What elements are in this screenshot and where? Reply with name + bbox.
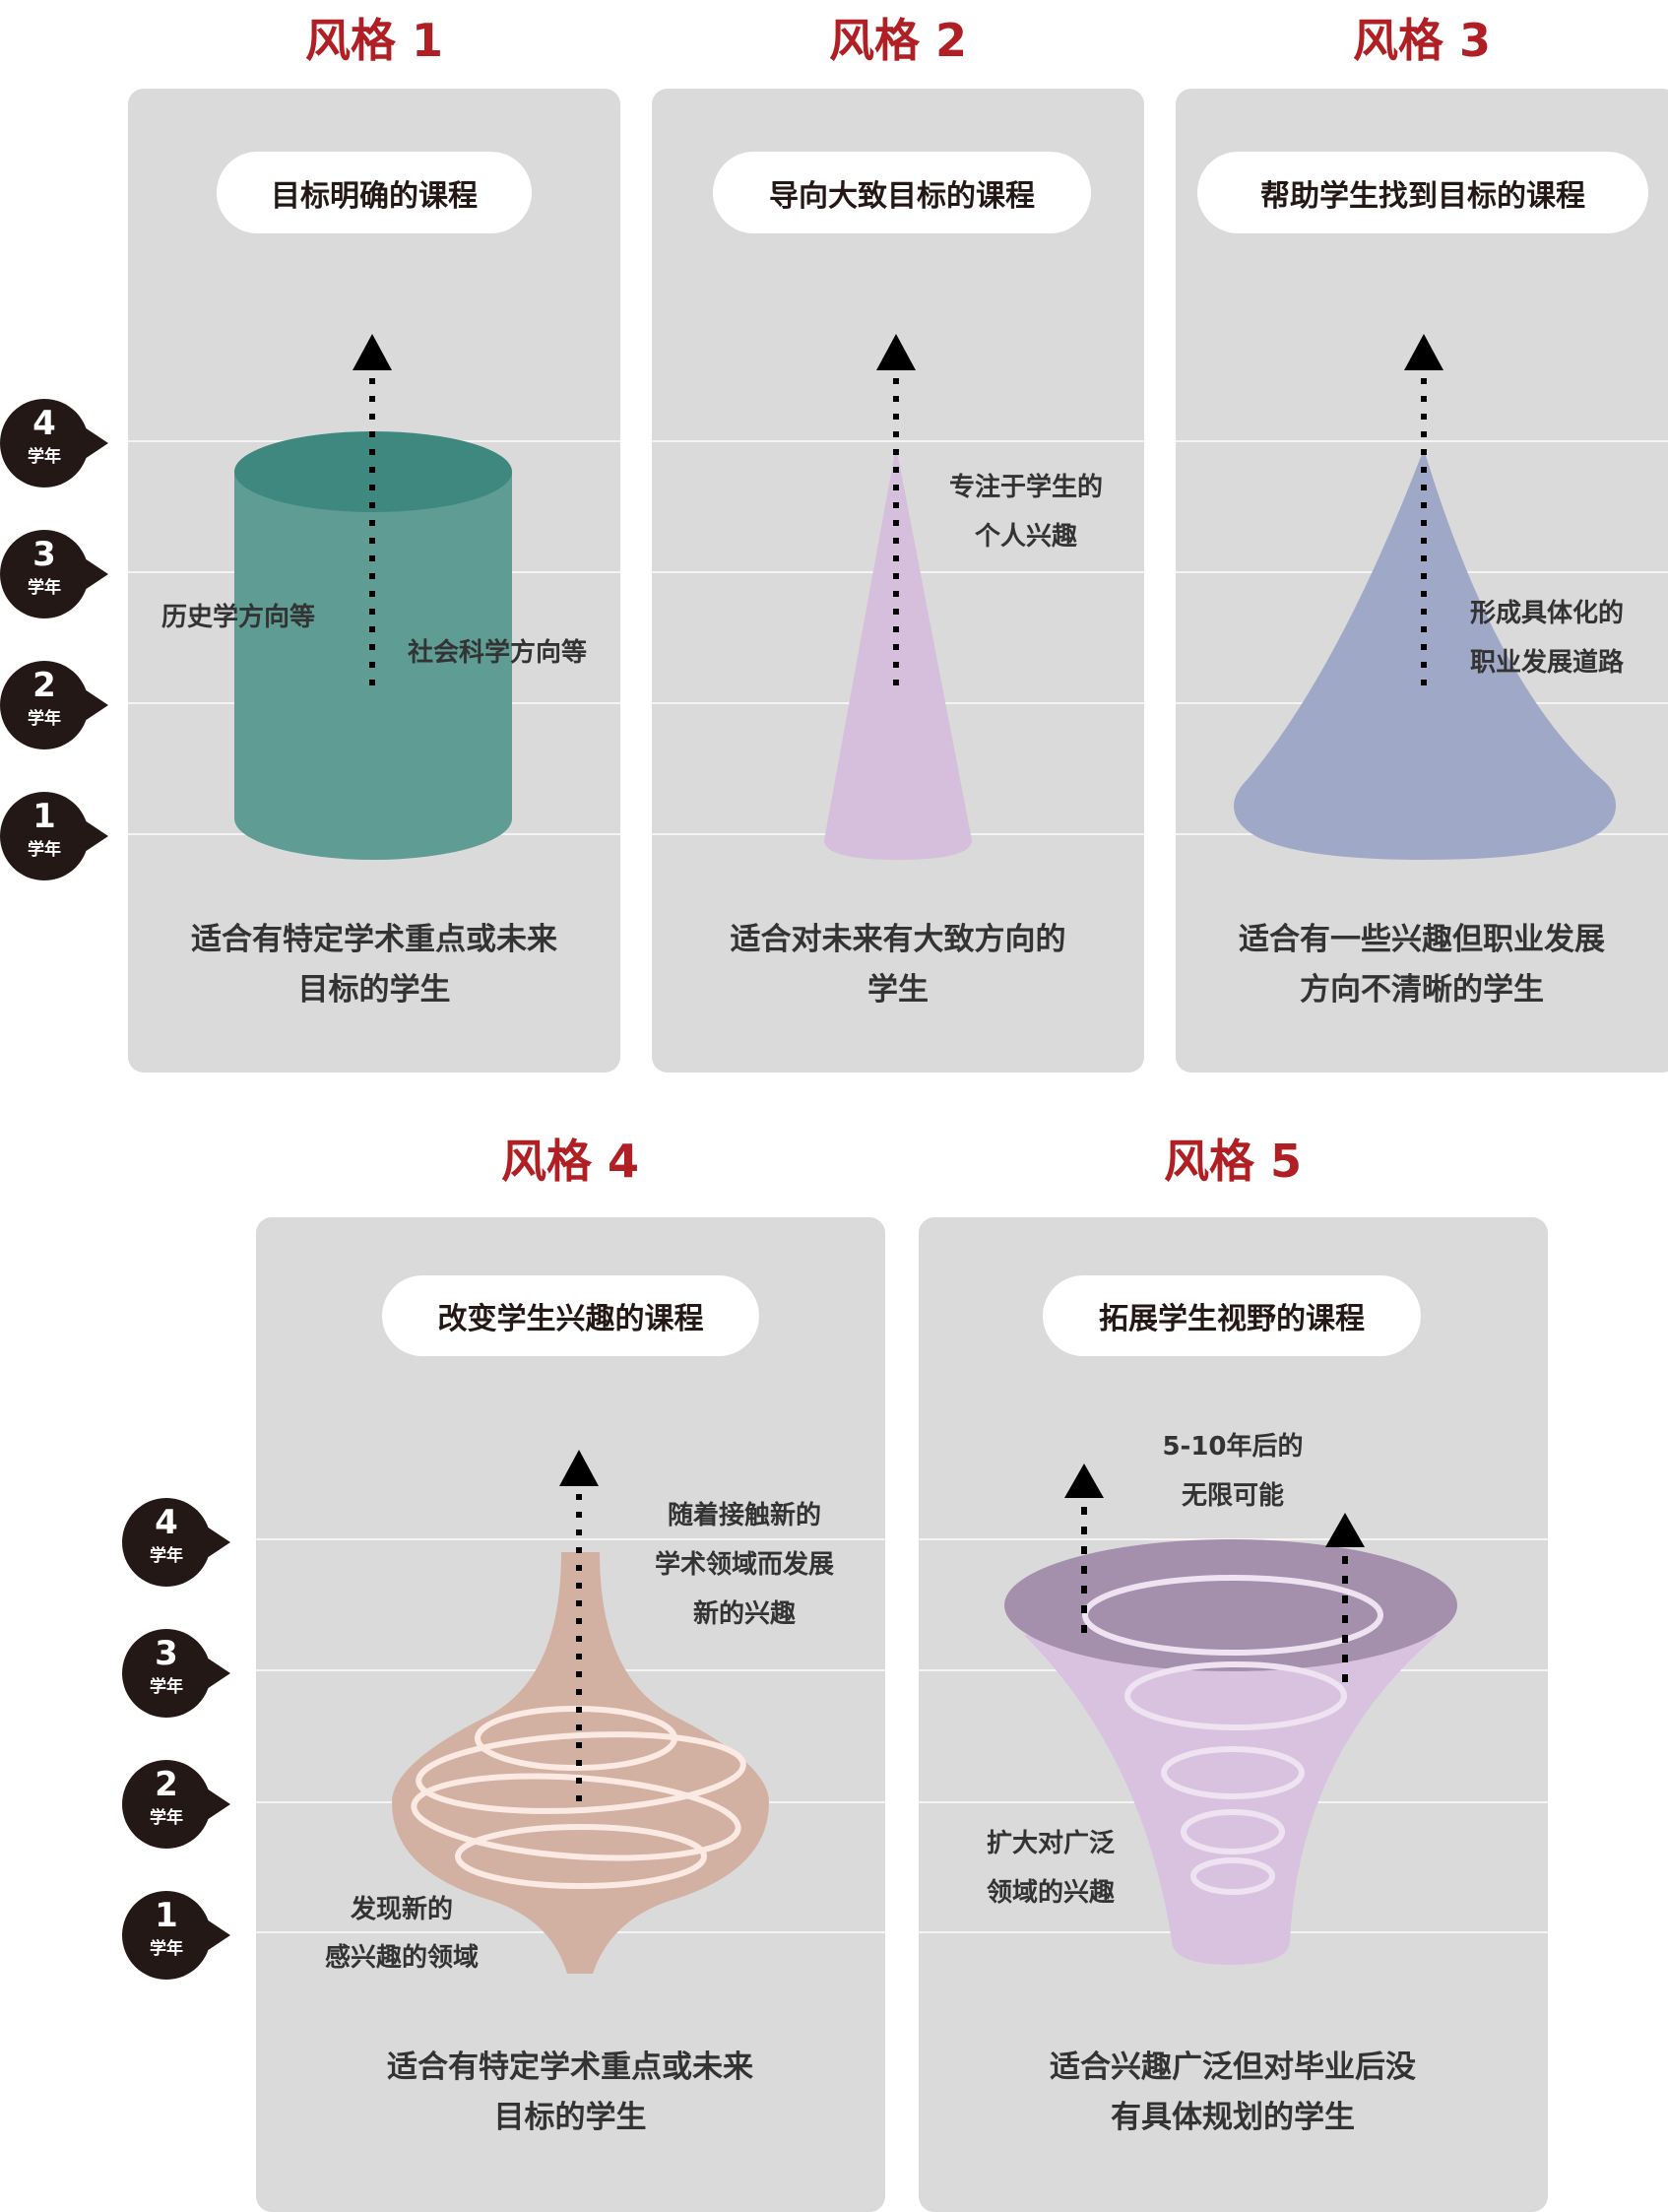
arrow-style-1 <box>353 334 392 691</box>
style-5-label-top-2: 无限可能 <box>1181 1481 1285 1511</box>
year-unit: 学年 <box>150 1939 183 1959</box>
style-3-label-line1: 形成具体化的 <box>1470 599 1625 628</box>
year-unit: 学年 <box>28 447 61 467</box>
description-line: 方向不清晰的学生 <box>1300 972 1544 1008</box>
year-badge-2: 2 学年 <box>122 1759 232 1850</box>
style-4-label-bottom-1: 发现新的 <box>350 1895 454 1924</box>
style-4-title: 风格 4 <box>500 1135 640 1188</box>
year-number: 1 <box>32 797 56 836</box>
description-line: 目标的学生 <box>493 2100 647 2135</box>
year-badge-3: 3 学年 <box>0 529 110 619</box>
style-1-label-history: 历史学方向等 <box>161 603 316 632</box>
year-badge-4: 4 学年 <box>0 398 110 488</box>
year-number: 1 <box>155 1896 178 1935</box>
description-line: 有具体规划的学生 <box>1111 2100 1355 2135</box>
arrow-style-5b <box>1325 1513 1365 1685</box>
arrow-style-2 <box>876 334 916 691</box>
style-2-label-line2: 个人兴趣 <box>974 522 1078 552</box>
year-number: 3 <box>155 1634 178 1673</box>
year-badge-1: 1 学年 <box>0 791 110 881</box>
arrow-style-4 <box>559 1450 599 1804</box>
style-2-course-pill: 导向大致目标的课程 <box>713 152 1091 233</box>
style-1-label-social-science: 社会科学方向等 <box>408 638 588 668</box>
style-1-title: 风格 1 <box>304 14 444 67</box>
year-unit: 学年 <box>150 1677 183 1697</box>
year-unit: 学年 <box>28 840 61 860</box>
year-badge-3: 3 学年 <box>122 1628 232 1719</box>
style-3-course-pill: 帮助学生找到目标的课程 <box>1197 152 1648 233</box>
year-unit: 学年 <box>150 1546 183 1566</box>
style-1-course-pill: 目标明确的课程 <box>217 152 532 233</box>
year-number: 2 <box>155 1765 178 1804</box>
style-4-course-pill: 改变学生兴趣的课程 <box>382 1275 759 1356</box>
arrow-style-5a <box>1064 1464 1104 1636</box>
style-1-description: 适合有特定学术重点或未来目标的学生 <box>191 915 557 1015</box>
style-2-label-line1: 专注于学生的 <box>948 473 1104 502</box>
style-5-course-pill: 拓展学生视野的课程 <box>1043 1275 1421 1356</box>
style-4-label-top-1: 随着接触新的 <box>667 1501 822 1530</box>
style-4-label-top-2: 学术领域而发展 <box>654 1550 835 1580</box>
year-unit: 学年 <box>28 709 61 729</box>
style-4-description: 适合有特定学术重点或未来目标的学生 <box>387 2043 753 2143</box>
description-line: 目标的学生 <box>297 972 451 1008</box>
style-3-description: 适合有一些兴趣但职业发展方向不清晰的学生 <box>1239 915 1605 1015</box>
style-5-description: 适合兴趣广泛但对毕业后没有具体规划的学生 <box>1050 2043 1416 2143</box>
year-number: 3 <box>32 535 56 574</box>
style-4-label-top-3: 新的兴趣 <box>692 1599 797 1629</box>
description-line: 适合有特定学术重点或未来 <box>191 922 557 957</box>
wide-cone-shape <box>1234 449 1616 860</box>
year-badge-2: 2 学年 <box>0 660 110 750</box>
year-badge-4: 4 学年 <box>122 1497 232 1588</box>
style-2-title: 风格 2 <box>828 14 968 67</box>
year-badge-1: 1 学年 <box>122 1890 232 1981</box>
style-5-label-bottom-1: 扩大对广泛 <box>986 1829 1116 1858</box>
year-number: 2 <box>32 666 56 705</box>
narrow-cone-shape <box>824 446 972 860</box>
description-line: 适合兴趣广泛但对毕业后没 <box>1050 2049 1416 2085</box>
year-number: 4 <box>155 1503 178 1542</box>
style-5-label-bottom-2: 领域的兴趣 <box>986 1878 1116 1908</box>
growth-arrows <box>353 334 1443 1804</box>
style-5-title: 风格 5 <box>1163 1135 1303 1188</box>
style-3-label-line2: 职业发展道路 <box>1470 648 1625 678</box>
year-unit: 学年 <box>150 1808 183 1828</box>
style-5-label-top-1: 5-10年后的 <box>1162 1432 1304 1462</box>
spiral-lines <box>1082 1575 1383 1895</box>
description-line: 学生 <box>867 972 929 1008</box>
year-number: 4 <box>32 404 56 443</box>
style-4-label-bottom-2: 感兴趣的领域 <box>324 1943 480 1973</box>
description-line: 适合有特定学术重点或未来 <box>387 2049 753 2085</box>
year-badge-shapes <box>0 399 230 1980</box>
arrow-style-3 <box>1404 334 1443 691</box>
style-2-description: 适合对未来有大致方向的学生 <box>731 915 1066 1015</box>
year-unit: 学年 <box>28 578 61 598</box>
style-3-title: 风格 3 <box>1352 14 1492 67</box>
description-line: 适合对未来有大致方向的 <box>730 922 1066 957</box>
description-line: 适合有一些兴趣但职业发展 <box>1239 922 1605 957</box>
